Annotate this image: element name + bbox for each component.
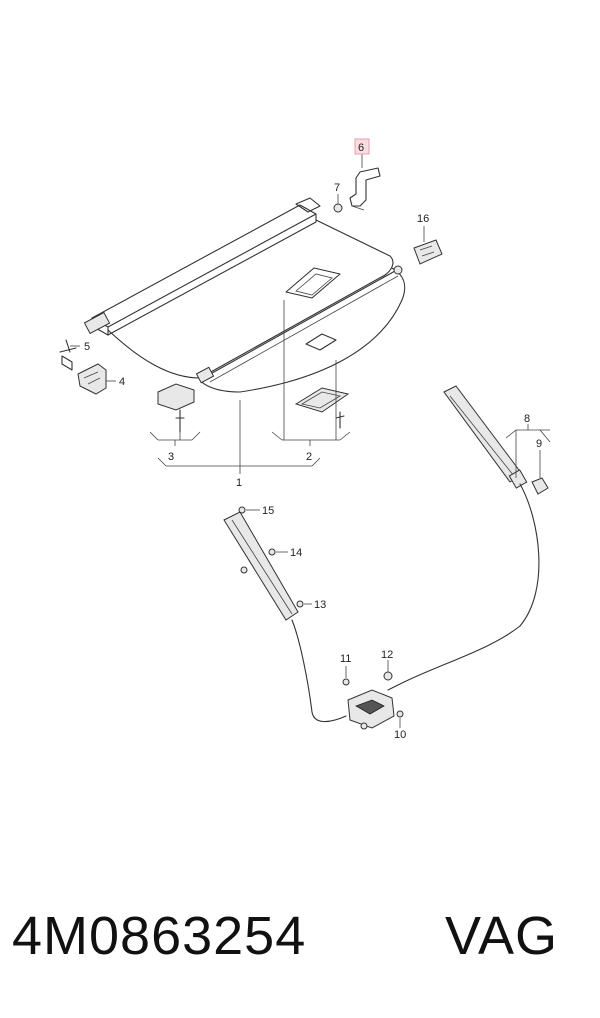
connector-part-16 [413,239,443,265]
callout-13[interactable]: 13 [314,599,326,611]
brand-label: VAG [445,906,559,966]
nut-part-12 [383,671,393,681]
screw-part-10 [396,710,404,718]
callout-15[interactable]: 15 [262,505,274,517]
callout-5[interactable]: 5 [84,341,90,353]
release-cable-assembly [223,385,540,730]
callout-1[interactable]: 1 [236,477,242,489]
mount-part-4 [77,363,107,395]
callout-11[interactable]: 11 [340,653,351,665]
screw-part-14 [268,548,276,556]
parts-diagram: 6 7 16 5 4 3 2 1 8 9 15 14 13 11 12 10 [59,138,551,741]
callout-6-highlight [354,138,370,155]
callout-6[interactable]: 6 [358,142,364,154]
clip-part-9 [531,477,549,495]
callout-9[interactable]: 9 [536,438,542,450]
callout-2[interactable]: 2 [306,451,312,463]
screw-part-11 [342,678,350,686]
callout-4[interactable]: 4 [119,376,125,388]
callout-14[interactable]: 14 [290,547,302,559]
bracket-part-6 [349,167,381,211]
screw-part-15 [238,506,246,514]
callout-7[interactable]: 7 [334,182,340,194]
luggage-cover-assembly [83,197,406,393]
screw-part-13 [296,600,304,608]
clip-part-5 [59,339,77,371]
callout-16[interactable]: 16 [417,213,429,225]
group-leaders [149,300,351,474]
holder-part-3 [157,383,195,433]
tray-part-2 [294,387,350,429]
part-number: 4M0863254 [12,906,307,966]
callout-8[interactable]: 8 [524,413,530,425]
callout-3[interactable]: 3 [168,451,174,463]
nut-part-7 [333,203,343,213]
callout-10[interactable]: 10 [394,729,406,741]
footer: 4M0863254 VAG [0,896,600,976]
callout-12[interactable]: 12 [381,649,393,661]
